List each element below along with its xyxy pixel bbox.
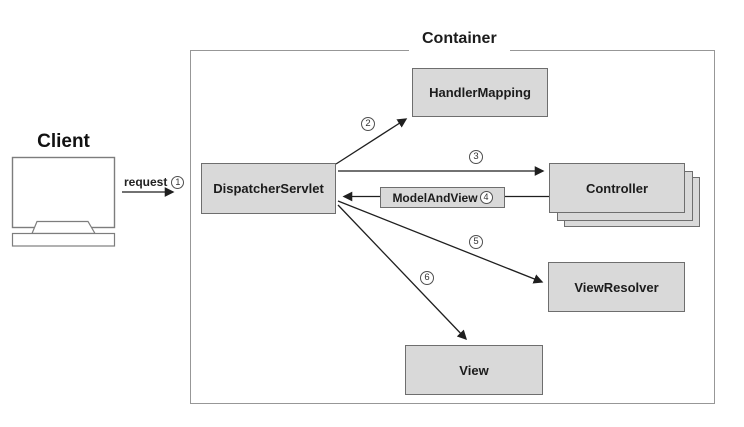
request-text: request [124,175,168,189]
node-handler-mapping-label: HandlerMapping [429,85,531,100]
node-view: View [405,345,543,395]
step-4-badge: 4 [479,191,493,204]
node-dispatcher-servlet: DispatcherServlet [201,163,336,214]
client-label: Client [37,131,90,152]
node-controller-label: Controller [585,180,649,196]
node-view-resolver-label: ViewResolver [574,279,659,295]
step-5-badge: 5 [469,235,483,249]
step-3-badge: 3 [469,150,483,164]
node-model-and-view: ModelAndView 4 [380,187,505,208]
node-view-label: View [459,362,489,378]
node-handler-mapping: HandlerMapping [412,68,548,117]
node-view-resolver: ViewResolver [548,262,685,312]
container-boundary: Container [190,30,715,404]
step-1-badge: 1 [171,175,185,189]
step-2-badge: 2 [361,117,375,131]
arrow-step6 [337,204,468,341]
request-label: request 1 [124,175,185,189]
node-controller: Controller [549,163,685,213]
arrow-step2 [335,118,408,165]
node-model-and-view-label: ModelAndView [392,190,478,205]
step-6-badge: 6 [420,271,434,285]
container-title: Container [409,30,510,56]
node-dispatcher-servlet-label: DispatcherServlet [213,181,324,196]
arrow-step5 [337,200,544,284]
client-computer-icon [11,156,116,247]
